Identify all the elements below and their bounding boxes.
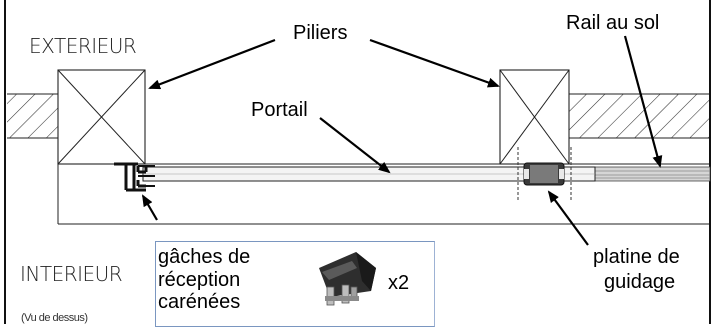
left-pillar bbox=[57, 69, 146, 165]
strike-plate-bracket bbox=[114, 162, 155, 192]
strike-plate-arrow bbox=[141, 194, 158, 221]
guide-plate-label-line2: guidage bbox=[604, 271, 676, 293]
interior-label: INTERIEUR bbox=[20, 262, 123, 286]
guide-plate-arrow bbox=[547, 190, 589, 246]
arrows bbox=[141, 35, 663, 246]
guide-plate bbox=[517, 147, 572, 200]
floor-rail-arrow bbox=[623, 35, 663, 168]
legend-line-3: carénées bbox=[158, 291, 241, 314]
legend-line-2: réception bbox=[158, 268, 241, 291]
left-wall bbox=[7, 93, 58, 139]
pillars-arrow-left bbox=[148, 38, 276, 90]
opening-outline bbox=[57, 163, 709, 225]
strike-plate-quantity: x2 bbox=[388, 272, 410, 294]
strike-plate-photo bbox=[319, 252, 376, 306]
pillars-arrow-right bbox=[369, 38, 500, 88]
top-view-note: (Vu de dessus) bbox=[21, 312, 88, 324]
strike-plate-legend-text: gâches de réception carénées bbox=[158, 246, 250, 314]
right-wall bbox=[569, 93, 709, 139]
pillars-label: Piliers bbox=[293, 22, 348, 44]
legend-line-1: gâches de bbox=[158, 246, 251, 268]
gate-arrow bbox=[319, 117, 391, 174]
exterior-label: EXTERIEUR bbox=[29, 34, 137, 58]
floor-rail-label: Rail au sol bbox=[566, 12, 660, 34]
gate-leaf bbox=[142, 166, 596, 182]
right-pillar bbox=[499, 69, 570, 165]
gate-label: Portail bbox=[251, 99, 308, 121]
guide-plate-label-line1: platine de bbox=[593, 246, 680, 268]
floor-rail bbox=[593, 166, 711, 182]
